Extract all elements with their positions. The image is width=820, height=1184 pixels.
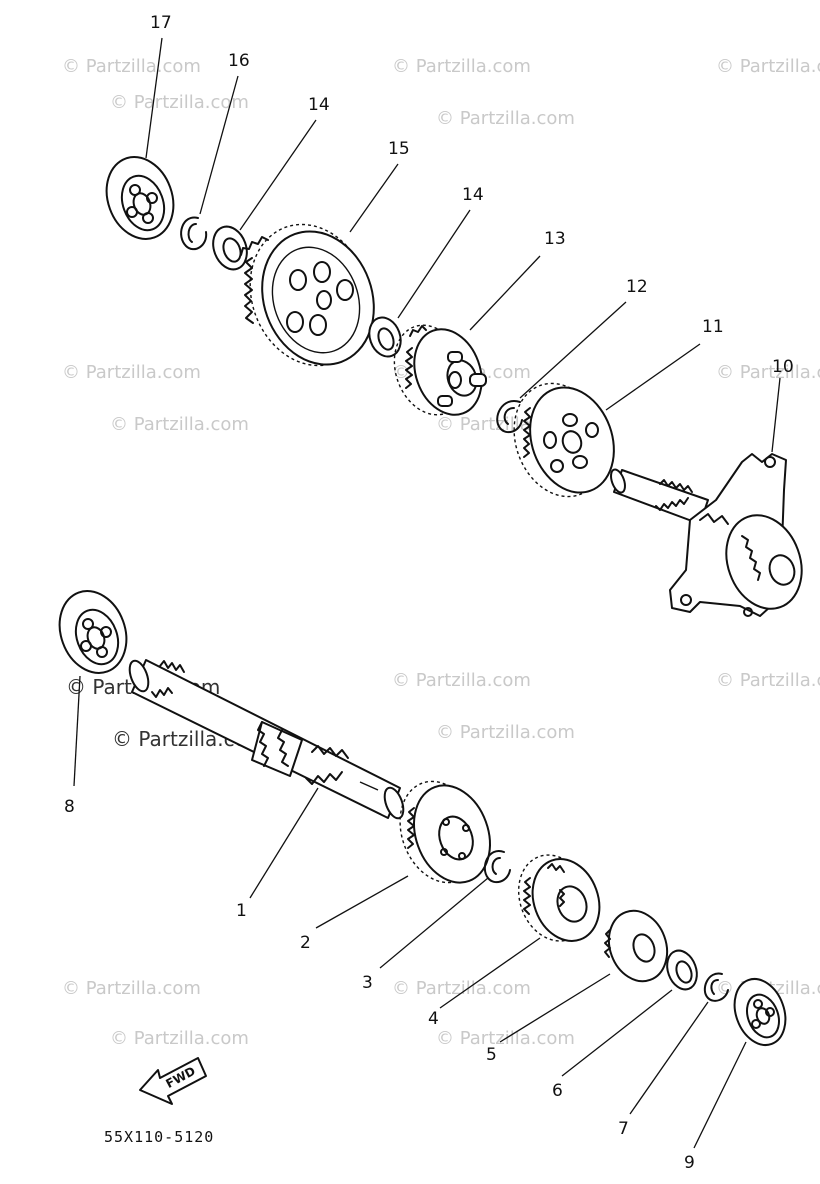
watermarks: © Partzilla.com © Partzilla.com © Partzi… xyxy=(62,56,820,1049)
part-5-gear[interactable] xyxy=(599,903,676,990)
callout-12: 12 xyxy=(626,277,648,297)
part-1-main-shaft[interactable] xyxy=(126,658,407,821)
callout-13: 13 xyxy=(544,229,566,249)
callout-3: 3 xyxy=(362,973,373,993)
watermark: © Partzilla.com xyxy=(62,56,201,77)
watermark: © Partzilla.com xyxy=(62,362,201,383)
callout-5: 5 xyxy=(486,1045,497,1065)
part-6-washer[interactable] xyxy=(662,946,702,993)
part-9-bearing[interactable] xyxy=(726,972,794,1052)
watermark: © Partzilla.com xyxy=(392,670,531,691)
part-16-circlip[interactable] xyxy=(180,216,208,251)
watermark: © Partzilla.com xyxy=(392,56,531,77)
part-12-circlip[interactable] xyxy=(496,399,523,434)
part-17-bearing[interactable] xyxy=(96,148,185,249)
callout-7: 7 xyxy=(618,1119,629,1139)
part-10-shaft-housing[interactable] xyxy=(608,453,814,619)
watermark: © Partzilla.com xyxy=(436,722,575,743)
callout-9: 9 xyxy=(684,1153,695,1173)
callout-6: 6 xyxy=(552,1081,563,1101)
callout-11: 11 xyxy=(702,317,724,337)
watermark: © Partzilla.com xyxy=(436,108,575,129)
callout-1: 1 xyxy=(236,901,247,921)
watermark: © Partzilla.com xyxy=(110,1028,249,1049)
part-14-washer[interactable] xyxy=(207,222,252,274)
callout-17: 17 xyxy=(150,13,172,33)
callout-16: 16 xyxy=(228,51,250,71)
fwd-arrow-icon: FWD xyxy=(139,1057,207,1105)
watermark: © Partzilla.com xyxy=(716,56,820,77)
part-7-circlip[interactable] xyxy=(703,972,729,1002)
callout-14: 14 xyxy=(462,185,484,205)
part-8-bearing[interactable] xyxy=(49,582,138,683)
callout-14: 14 xyxy=(308,95,330,115)
watermark: © Partzilla.com xyxy=(62,978,201,999)
callout-8: 8 xyxy=(64,797,75,817)
part-13-gear[interactable] xyxy=(382,315,493,425)
callout-15: 15 xyxy=(388,139,410,159)
callout-10: 10 xyxy=(772,357,794,377)
watermark: © Partzilla.com xyxy=(110,414,249,435)
diagram-code: 55X110-5120 xyxy=(104,1128,214,1146)
callout-4: 4 xyxy=(428,1009,439,1029)
callout-2: 2 xyxy=(300,933,311,953)
part-2-gear[interactable] xyxy=(387,770,503,894)
callouts: 17 16 14 15 14 13 12 11 10 8 1 2 3 4 5 6… xyxy=(64,13,794,1173)
watermark: © Partzilla.com xyxy=(716,670,820,691)
leader-lines xyxy=(73,37,781,1149)
part-3-circlip[interactable] xyxy=(483,850,511,884)
watermark: © Partzilla.com xyxy=(392,978,531,999)
watermark: © Partzilla.com xyxy=(716,362,820,383)
part-11-gear[interactable] xyxy=(499,370,628,509)
part-14-washer[interactable] xyxy=(364,313,406,361)
part-4-gear[interactable] xyxy=(507,845,610,951)
watermark: © Partzilla.com xyxy=(110,92,249,113)
part-15-gear[interactable] xyxy=(231,208,392,383)
